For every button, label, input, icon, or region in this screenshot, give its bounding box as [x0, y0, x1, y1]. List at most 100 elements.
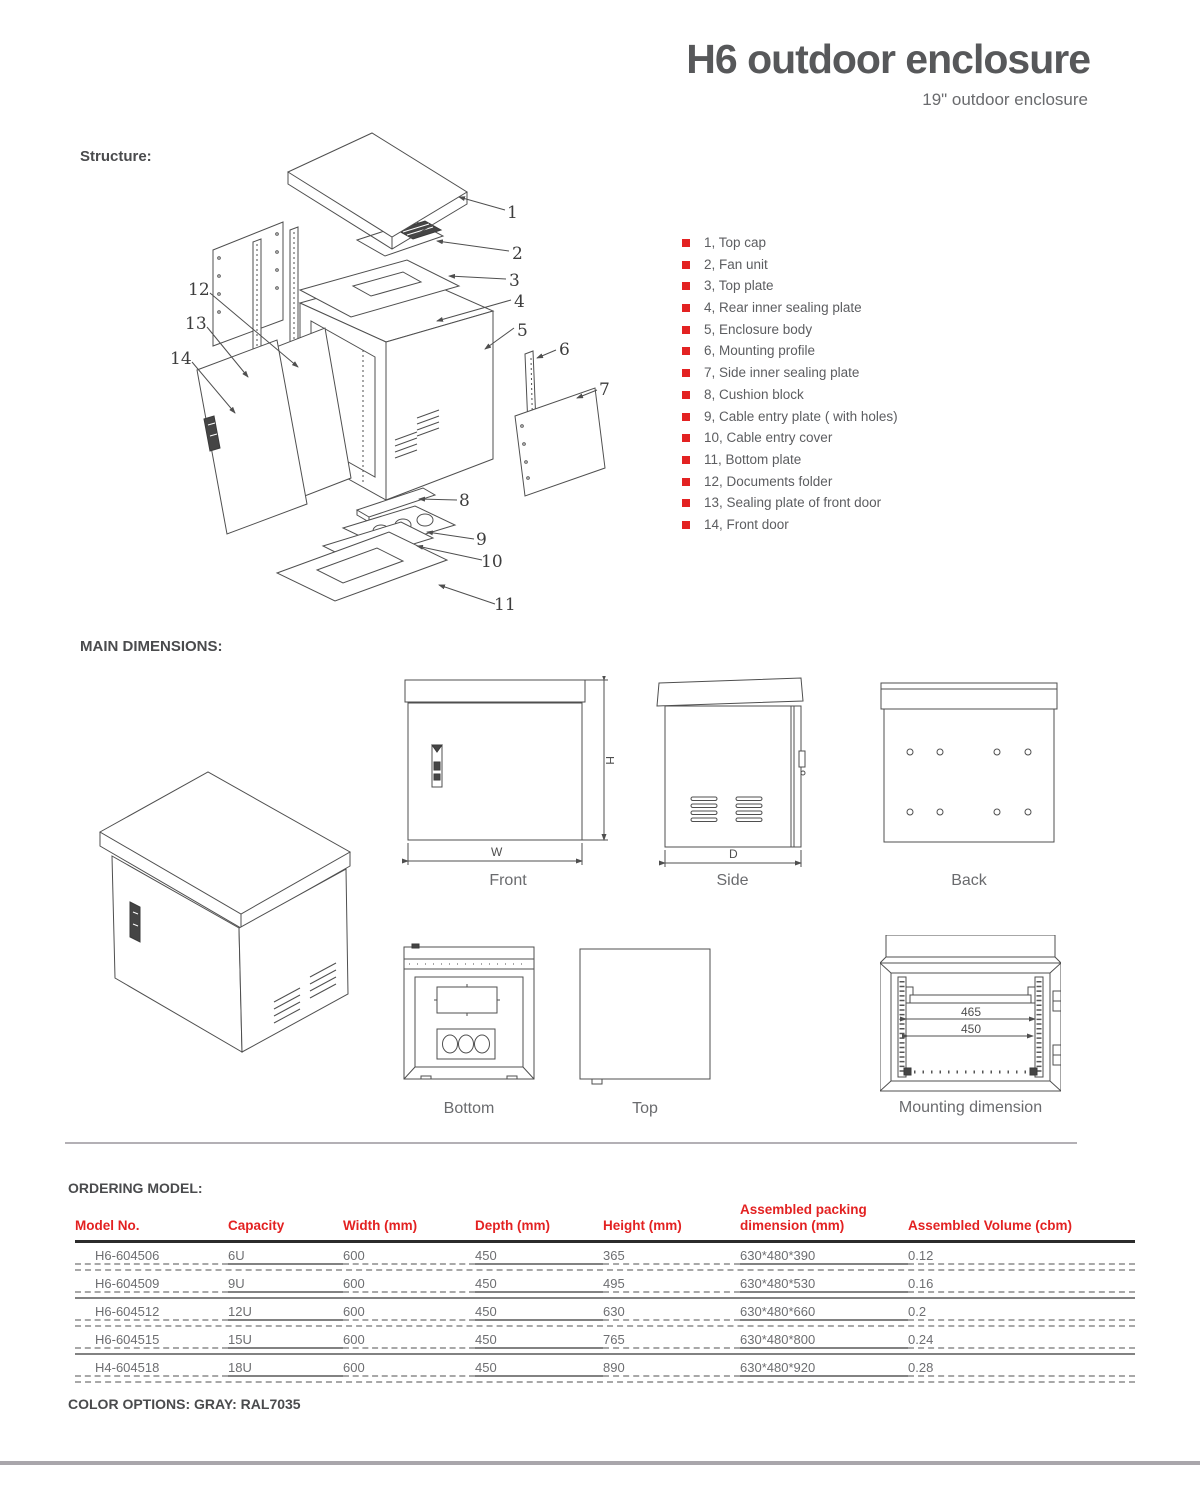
- bottom-view: Bottom: [403, 943, 535, 1133]
- back-view-drawing: [880, 682, 1058, 843]
- svg-text:2: 2: [512, 244, 523, 264]
- bullet-square-icon: [682, 325, 690, 334]
- svg-text:4: 4: [514, 292, 525, 312]
- bullet-square-icon: [682, 499, 690, 508]
- footer-bar: [0, 1461, 1200, 1465]
- cell-capacity: 9U: [228, 1276, 343, 1293]
- cell-depth: 450: [475, 1360, 603, 1377]
- isometric-view: [98, 771, 352, 1053]
- svg-text:5: 5: [517, 321, 528, 341]
- top-view: Top: [578, 947, 712, 1133]
- column-header: Width (mm): [343, 1218, 418, 1233]
- back-view-caption: Back: [951, 872, 987, 889]
- table-row: H6-604515 15U 600 450 765 630*480*800 0.…: [75, 1327, 1135, 1355]
- parts-list-item: 6, Mounting profile: [682, 342, 1102, 364]
- parts-list-item: 8, Cushion block: [682, 386, 1102, 408]
- mounting-profile-left-shapes: [252, 226, 299, 365]
- parts-list-item: 5, Enclosure body: [682, 321, 1102, 343]
- column-header: Assembled packing dimension (mm): [740, 1202, 867, 1233]
- rear-sealing-plate-shape: [212, 221, 284, 347]
- front-view: H W Front: [402, 676, 614, 896]
- cell-capacity: 12U: [228, 1304, 343, 1321]
- cell-model-no: H6-604515: [75, 1332, 228, 1349]
- cell-height: 495: [603, 1276, 740, 1293]
- part-label: 2, Fan unit: [704, 256, 768, 272]
- cell-depth: 450: [475, 1304, 603, 1321]
- cell-depth: 450: [475, 1332, 603, 1349]
- front-view-caption: Front: [489, 872, 527, 889]
- parts-list: 1, Top cap 2, Fan unit 3, Top plate 4, R…: [682, 234, 1102, 538]
- parts-list-item: 4, Rear inner sealing plate: [682, 299, 1102, 321]
- cell-packing-dimension: 630*480*920: [740, 1360, 908, 1377]
- cell-height: 890: [603, 1360, 740, 1377]
- parts-list-item: 3, Top plate: [682, 277, 1102, 299]
- side-louvers: [690, 796, 763, 822]
- svg-text:7: 7: [599, 380, 610, 400]
- cell-volume: 0.28: [908, 1360, 1135, 1377]
- bullet-square-icon: [682, 455, 690, 464]
- part-label: 8, Cushion block: [704, 386, 804, 402]
- svg-text:14: 14: [170, 349, 192, 369]
- page-subtitle: 19" outdoor enclosure: [922, 90, 1088, 109]
- part-label: 1, Top cap: [704, 235, 767, 250]
- cell-volume: 0.24: [908, 1332, 1135, 1349]
- part-label: 13, Sealing plate of front door: [704, 495, 882, 511]
- cell-model-no: H6-604506: [75, 1248, 228, 1265]
- page-title: H6 outdoor enclosure: [686, 36, 1091, 82]
- bullet-square-icon: [682, 390, 690, 399]
- cell-capacity: 15U: [228, 1332, 343, 1349]
- parts-list-item: 14, Front door: [682, 516, 1102, 538]
- cell-model-no: H6-604512: [75, 1304, 228, 1321]
- cell-capacity: 6U: [228, 1248, 343, 1265]
- column-header: Height (mm): [603, 1218, 682, 1233]
- column-header: Depth (mm): [475, 1218, 550, 1233]
- parts-list-item: 2, Fan unit: [682, 256, 1102, 278]
- bullet-square-icon: [682, 369, 690, 378]
- structure-heading: Structure:: [80, 148, 152, 165]
- column-header: Capacity: [228, 1218, 285, 1233]
- part-label: 14, Front door: [704, 516, 789, 532]
- part-label: 11, Bottom plate: [704, 451, 802, 467]
- svg-text:1: 1: [507, 203, 518, 223]
- bullet-square-icon: [682, 477, 690, 486]
- bullet-square-icon: [682, 282, 690, 291]
- parts-list-item: 1, Top cap: [682, 234, 1102, 256]
- callout-leader-lines: [191, 196, 598, 605]
- side-view-drawing: D: [656, 677, 806, 867]
- top-view-caption: Top: [632, 1100, 658, 1117]
- cell-volume: 0.2: [908, 1304, 1135, 1321]
- svg-text:10: 10: [481, 552, 503, 572]
- front-door-shape: [196, 339, 308, 535]
- table-row: H6-604506 6U 600 450 365 630*480*390 0.1…: [75, 1243, 1135, 1271]
- bottom-view-caption: Bottom: [443, 1100, 495, 1117]
- cushion-block-shape: [355, 487, 437, 523]
- cell-model-no: H4-604518: [75, 1360, 228, 1377]
- svg-text:3: 3: [509, 271, 520, 291]
- bullet-square-icon: [682, 304, 690, 313]
- svg-text:11: 11: [494, 595, 516, 615]
- cell-width: 600: [343, 1332, 475, 1349]
- part-label: 10, Cable entry cover: [704, 430, 833, 446]
- ordering-table-header: Model No. Capacity Width (mm) Depth (mm)…: [75, 1192, 1135, 1243]
- color-options-note: COLOR OPTIONS: GRAY: RAL7035: [68, 1396, 301, 1412]
- parts-list-item: 12, Documents folder: [682, 473, 1102, 495]
- column-header: Model No.: [75, 1218, 140, 1233]
- cell-packing-dimension: 630*480*800: [740, 1332, 908, 1349]
- cell-width: 600: [343, 1276, 475, 1293]
- table-row: H4-604518 18U 600 450 890 630*480*920 0.…: [75, 1355, 1135, 1383]
- bullet-square-icon: [682, 260, 690, 269]
- cell-height: 630: [603, 1304, 740, 1321]
- svg-text:6: 6: [559, 340, 570, 360]
- top-view-drawing: [579, 948, 711, 1085]
- parts-list-item: 9, Cable entry plate ( with holes): [682, 408, 1102, 430]
- cell-width: 600: [343, 1360, 475, 1377]
- svg-text:450: 450: [961, 1022, 981, 1036]
- side-sealing-plate-shape: [514, 387, 606, 497]
- ordering-table-body: H6-604506 6U 600 450 365 630*480*390 0.1…: [75, 1243, 1135, 1383]
- svg-text:12: 12: [188, 280, 210, 300]
- callout-numbers: 1 2 3 4 5 6 7 8 9 10 11 12 13 14: [170, 203, 610, 615]
- cell-packing-dimension: 630*480*530: [740, 1276, 908, 1293]
- ordering-table: Model No. Capacity Width (mm) Depth (mm)…: [75, 1192, 1135, 1383]
- cell-volume: 0.12: [908, 1248, 1135, 1265]
- cell-width: 600: [343, 1304, 475, 1321]
